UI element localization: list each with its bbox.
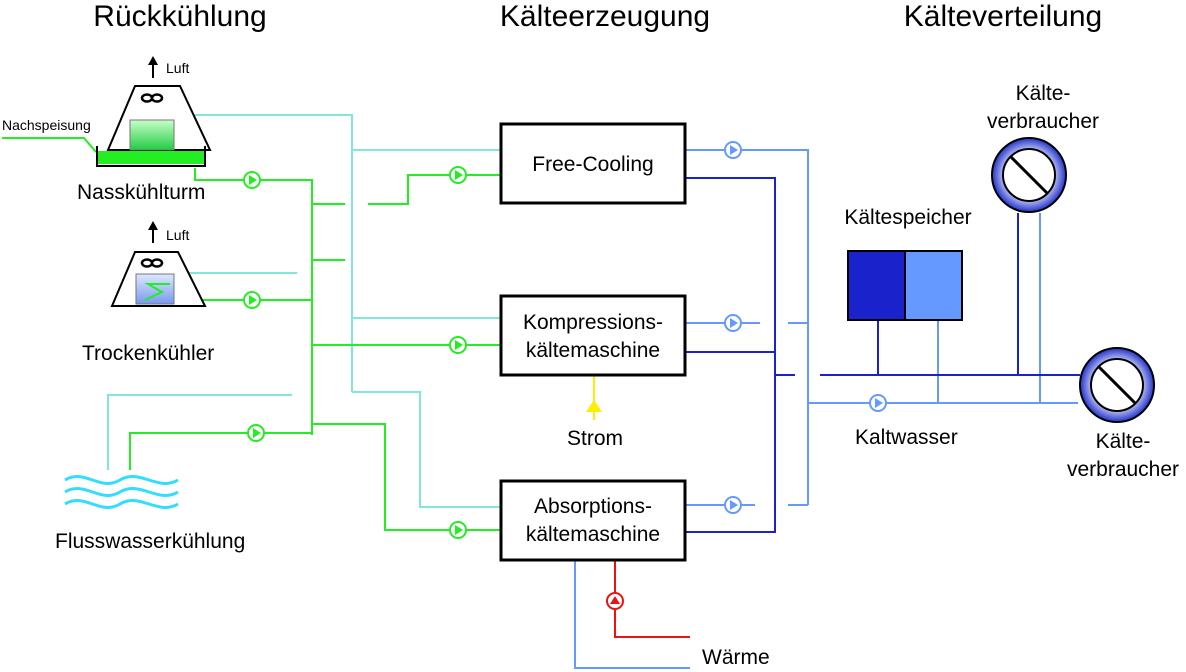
pump-icon [869,394,887,412]
pump-icon [724,496,742,514]
kompression-label-line1: Kompressions- [523,311,663,334]
strom-arrow [586,375,602,420]
kaelteverbraucher-bottom-icon [1079,347,1155,423]
cyan-return-pipes [107,114,500,508]
kaelteverbraucher-top-icon [991,137,1067,213]
nasskuehlturm-label: Nasskühlturm [77,181,205,204]
lightblue-pipes [574,149,1078,669]
pumps [243,141,887,610]
fan-icon [140,258,164,268]
pump-icon [449,521,467,539]
pump-icon [724,141,742,159]
absorption-label-line1: Absorptions- [534,495,652,518]
air-arrow-icon [148,221,158,243]
pump-icon [247,424,265,442]
verbraucher-bottom-label-line2: verbraucher [1067,458,1179,481]
luft-label-2: Luft [166,227,189,243]
pump-icon [724,314,742,332]
kaeltespeicher-icon [847,250,963,321]
red-heat-pipes [614,560,690,638]
pump-icon [449,166,467,184]
kaltwasser-label: Kaltwasser [855,426,958,449]
pump-icon [243,291,261,309]
free-cooling-label: Free-Cooling [532,153,653,176]
strom-label: Strom [567,427,623,450]
nasskuehlturm-icon [96,56,212,167]
nachspeisung-label: Nachspeisung [2,117,91,133]
darkblue-pipes [686,177,1080,533]
verbraucher-top-label-line2: verbraucher [987,110,1099,133]
kaeltespeicher-label: Kältespeicher [844,206,971,229]
absorptionskaeltemaschine-box: Absorptions- kältemaschine [499,479,687,562]
air-arrow-icon [148,56,158,78]
trockenkuehler-label: Trockenkühler [82,342,214,365]
waerme-label: Wärme [702,646,770,669]
luft-label-1: Luft [166,60,189,76]
free-cooling-box: Free-Cooling [499,122,687,205]
flusswasserkuehlung-label: Flusswasserkühlung [55,530,245,553]
header-kaelteerzeugung: Kälteerzeugung [500,0,710,33]
pump-icon [606,592,624,610]
river-waves-icon [64,475,179,509]
kompression-label-line2: kältemaschine [526,339,660,362]
fan-icon [140,93,164,103]
absorption-label-line2: kältemaschine [526,523,660,546]
trockenkuehler-icon [110,221,207,307]
header-rueckkuehlung: Rückkühlung [93,0,266,33]
pump-icon [449,336,467,354]
header-kaelteverteilung: Kälteverteilung [904,0,1102,33]
verbraucher-bottom-label-line1: Kälte- [1096,430,1151,453]
pump-icon [243,171,261,189]
kompressionskaeltemaschine-box: Kompressions- kältemaschine [499,294,687,377]
verbraucher-top-label-line1: Kälte- [1016,82,1071,105]
